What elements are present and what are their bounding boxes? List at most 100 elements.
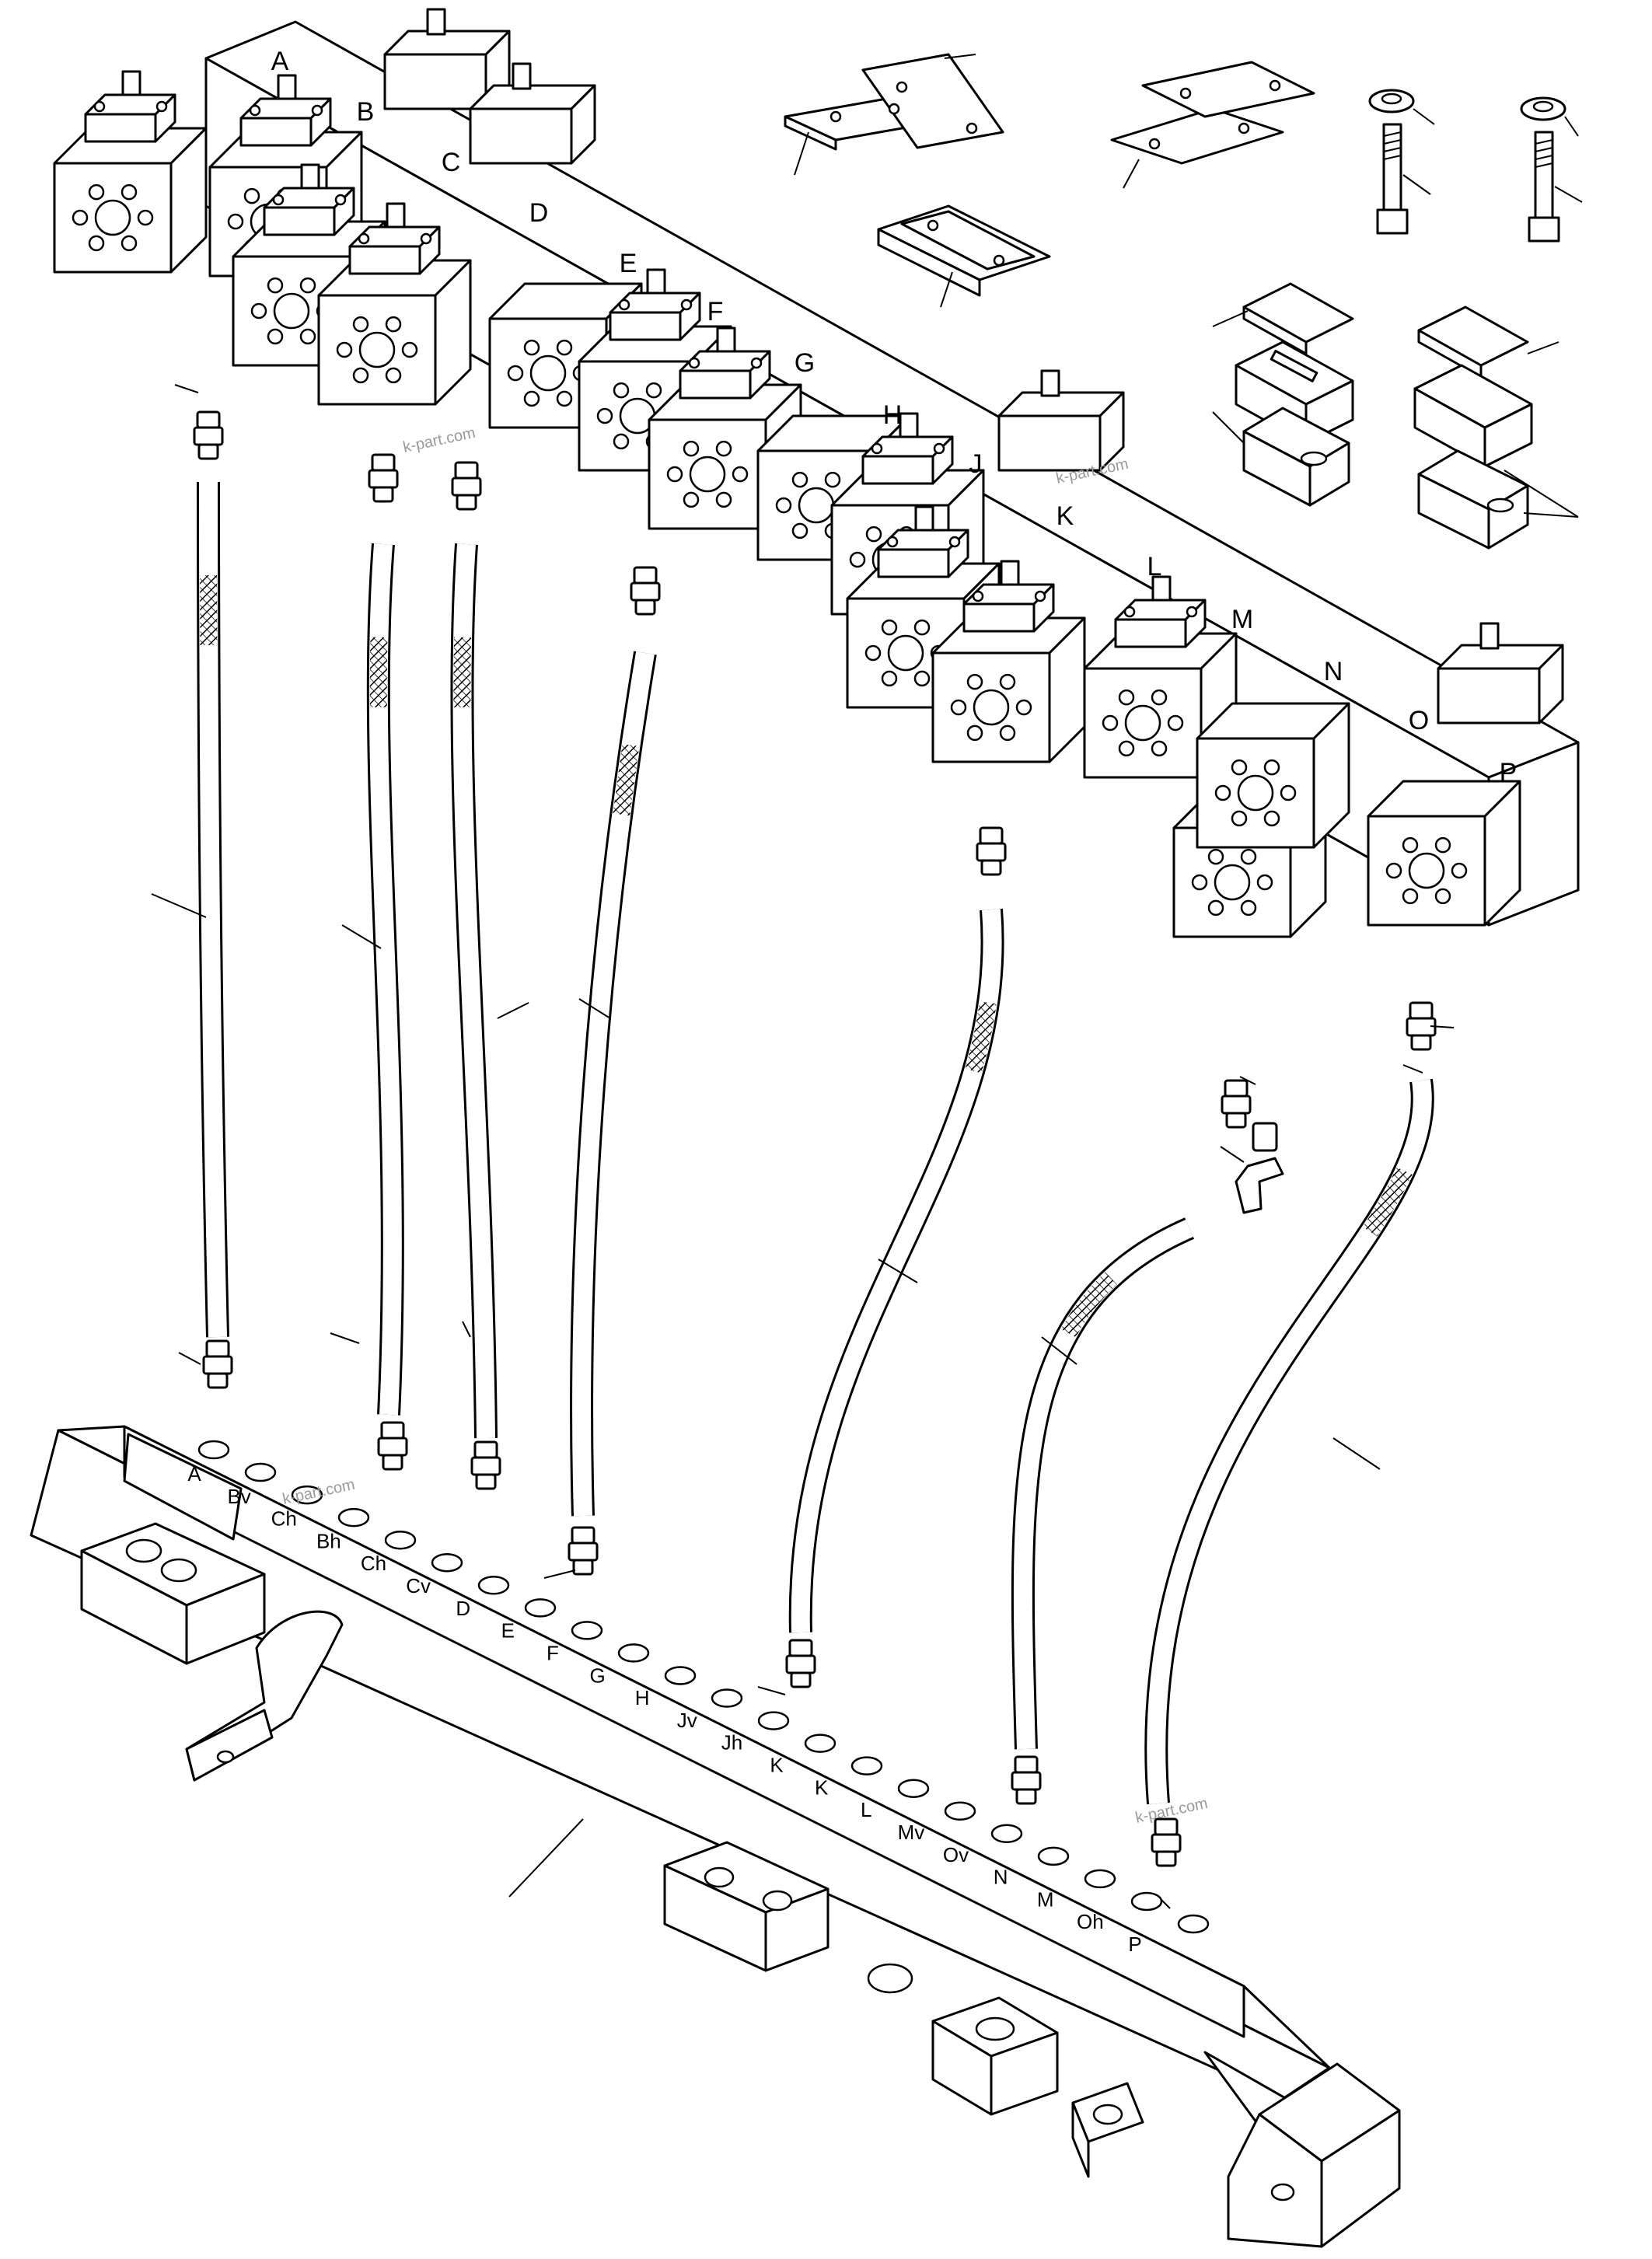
rail-port-hole — [524, 1598, 557, 1618]
elbow-fitting — [1220, 1122, 1284, 1214]
rail-port-hole — [291, 1485, 323, 1505]
block-label-p: P — [1500, 758, 1518, 787]
hydraulic-hoses — [151, 384, 1455, 1909]
valve-blocks — [53, 8, 1564, 938]
port-label: Ch — [361, 1552, 386, 1575]
rail-port-hole — [431, 1552, 463, 1573]
rail-port-hole — [757, 1711, 790, 1730]
rail-port-hole — [1037, 1846, 1070, 1866]
block-label-b: B — [357, 97, 375, 127]
valve-cap — [383, 8, 511, 110]
rail-port-hole — [804, 1734, 836, 1753]
block-label-e: E — [620, 249, 637, 278]
port-label: E — [501, 1619, 515, 1643]
hose-fitting — [1221, 1079, 1252, 1129]
watermark-3: k-part.com — [281, 1476, 356, 1508]
port-label: Bv — [227, 1485, 250, 1508]
block-labels: A B C D E F G H J K L M N O P — [271, 47, 1518, 787]
rail-port-hole — [1177, 1914, 1210, 1934]
rail-port-hole — [197, 1440, 230, 1460]
port-label: P — [1128, 1933, 1141, 1956]
rail-port-hole — [337, 1507, 370, 1528]
block-label-l: L — [1147, 552, 1162, 581]
port-label: A — [187, 1462, 201, 1486]
valve-block — [1196, 702, 1350, 849]
port-label: Bh — [316, 1529, 341, 1552]
block-label-f: F — [707, 297, 724, 326]
block-label-m: M — [1231, 605, 1253, 634]
port-label: Cv — [406, 1574, 431, 1597]
port-label: H — [635, 1686, 650, 1709]
hose-fitting — [451, 461, 482, 511]
hose-2 — [366, 453, 408, 1471]
rail-port-hole — [711, 1688, 743, 1708]
hose-1 — [193, 410, 233, 1389]
port-label: L — [861, 1798, 871, 1821]
hose-fitting — [630, 566, 661, 616]
hose-fitting — [377, 1421, 408, 1471]
valve-block — [317, 202, 472, 406]
bolt-with-washer-1 — [1368, 89, 1435, 235]
port-label: Oh — [1077, 1910, 1104, 1933]
rail-port-hole — [990, 1824, 1023, 1844]
valve-cap — [469, 62, 596, 165]
block-label-c: C — [442, 148, 461, 177]
rail-port-hole — [384, 1530, 417, 1550]
block-label-j: J — [969, 449, 983, 479]
valve-block — [931, 560, 1086, 763]
clamp-plate-t — [784, 53, 1004, 176]
rail-port-hole — [897, 1779, 930, 1798]
clamp-plate-long — [877, 204, 1051, 308]
rail-ports — [197, 1440, 1210, 1934]
lower-manifold-rail — [30, 1425, 1401, 2248]
port-label: K — [815, 1775, 829, 1799]
port-label: Ch — [271, 1507, 297, 1531]
rail-port-hole — [477, 1576, 510, 1595]
hose-4 — [568, 566, 661, 1576]
port-label: Jh — [721, 1731, 742, 1754]
hose-fitting — [785, 1639, 816, 1688]
hose-fitting — [470, 1440, 501, 1490]
rail-port-hole — [1130, 1891, 1163, 1912]
block-label-n: N — [1324, 657, 1343, 686]
rail-port-hole — [617, 1643, 650, 1663]
hose-fitting — [1011, 1755, 1042, 1805]
port-label: D — [456, 1597, 470, 1620]
port-label: M — [1037, 1887, 1054, 1911]
valve-cap — [1437, 622, 1564, 724]
rail-port-hole — [944, 1801, 976, 1821]
hose-fitting — [568, 1526, 599, 1576]
port-label: Jv — [677, 1709, 697, 1732]
pipe-clamp-assembly-1 — [1212, 282, 1354, 507]
hose-fitting — [976, 826, 1007, 876]
hose-3 — [450, 461, 501, 1490]
block-label-g: G — [795, 348, 815, 378]
valve-cap — [997, 369, 1125, 472]
block-label-k: K — [1057, 501, 1074, 531]
port-label: Ov — [943, 1843, 969, 1866]
watermark-1: k-part.com — [401, 424, 477, 456]
hose-fitting — [368, 453, 399, 503]
bolt-with-washer-2 — [1520, 96, 1583, 243]
block-label-d: D — [529, 198, 549, 228]
rail-port-hole — [571, 1621, 603, 1640]
clamp-plate-cross — [1110, 61, 1315, 189]
port-label: Mv — [898, 1821, 925, 1844]
hose-fitting — [202, 1339, 233, 1389]
block-label-h: H — [883, 400, 903, 430]
hose-fitting — [193, 410, 224, 460]
hose-fitting — [1151, 1817, 1182, 1867]
port-label: F — [547, 1641, 559, 1664]
rail-port-hole — [1084, 1869, 1116, 1889]
block-label-a: A — [271, 47, 289, 76]
hose-6 — [1011, 1079, 1252, 1805]
valve-block — [53, 70, 208, 274]
port-label: N — [994, 1866, 1008, 1889]
block-label-o: O — [1409, 706, 1429, 735]
rail-port-hole — [244, 1462, 277, 1482]
pipe-clamp-assembly-2 — [1413, 306, 1579, 550]
hose-fitting — [1406, 1001, 1437, 1051]
port-label: G — [589, 1664, 605, 1687]
